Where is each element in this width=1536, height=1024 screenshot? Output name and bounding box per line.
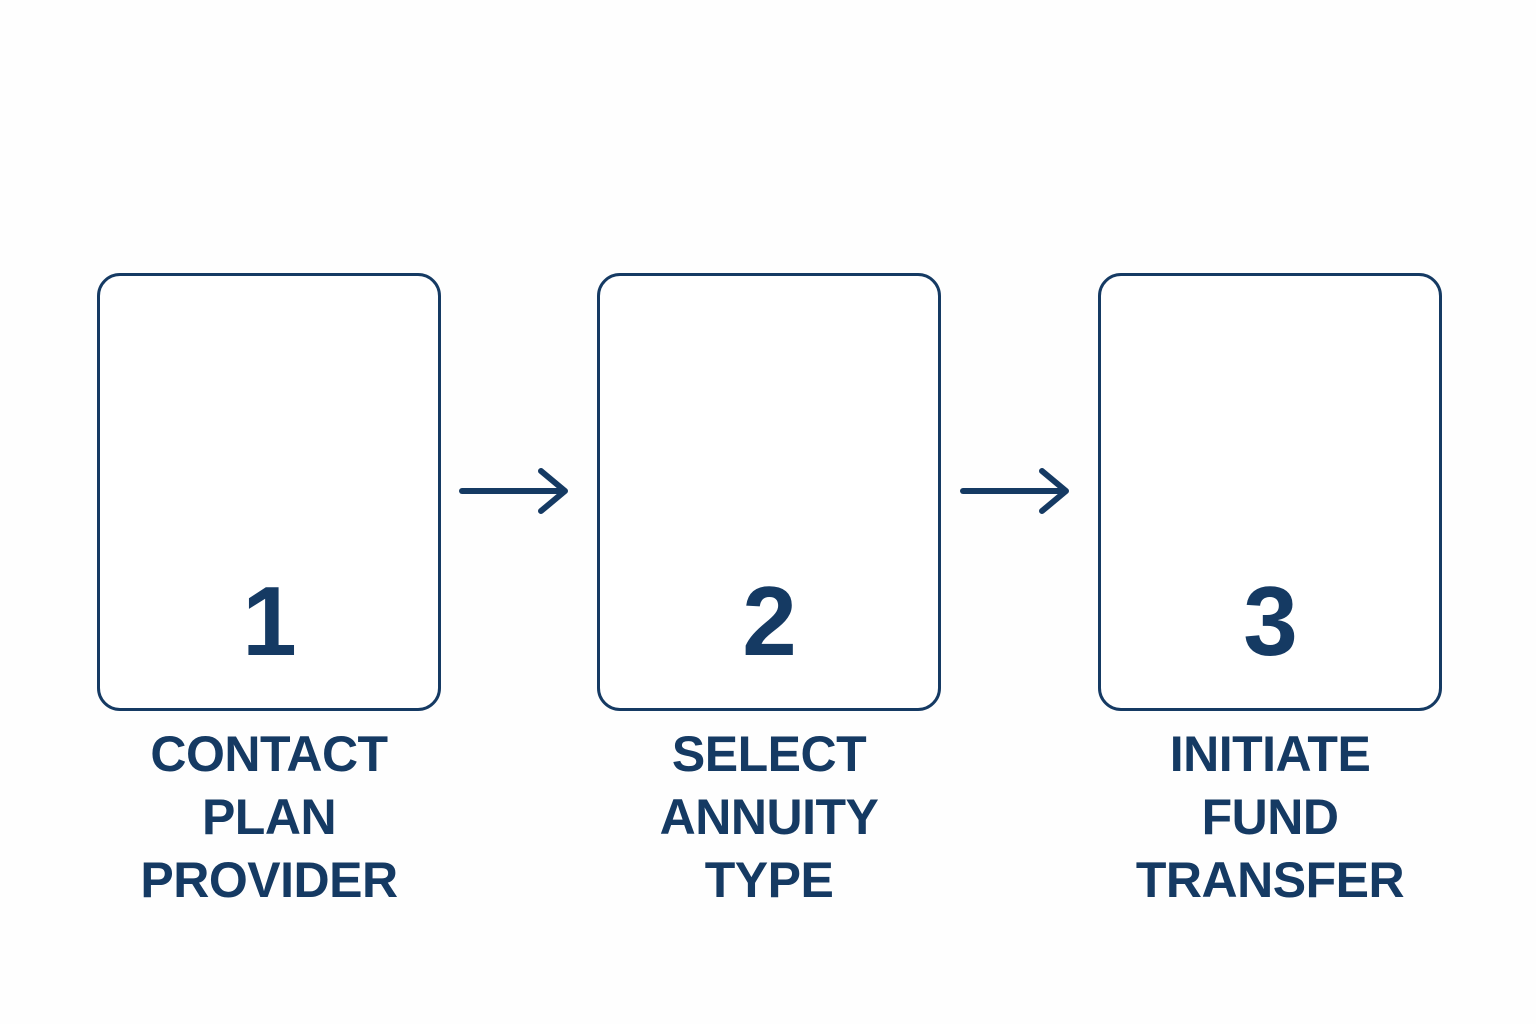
step-number-1: 1	[242, 566, 297, 676]
step-label-1: CONTACT PLAN PROVIDER	[140, 726, 398, 908]
step-number-2: 2	[742, 566, 797, 676]
step-box-3[interactable]: 3 INITIATE FUND TRANSFER	[1098, 273, 1442, 908]
arrow-right-icon-1	[459, 465, 573, 517]
step-label-2: SELECT ANNUITY TYPE	[659, 726, 879, 908]
step-box-1[interactable]: 1 CONTACT PLAN PROVIDER	[97, 273, 441, 908]
step-box-2[interactable]: 2 SELECT ANNUITY TYPE	[597, 273, 941, 908]
arrow-right-icon-2	[960, 465, 1074, 517]
step-label-3: INITIATE FUND TRANSFER	[1135, 726, 1405, 908]
step-number-3: 3	[1243, 566, 1298, 676]
